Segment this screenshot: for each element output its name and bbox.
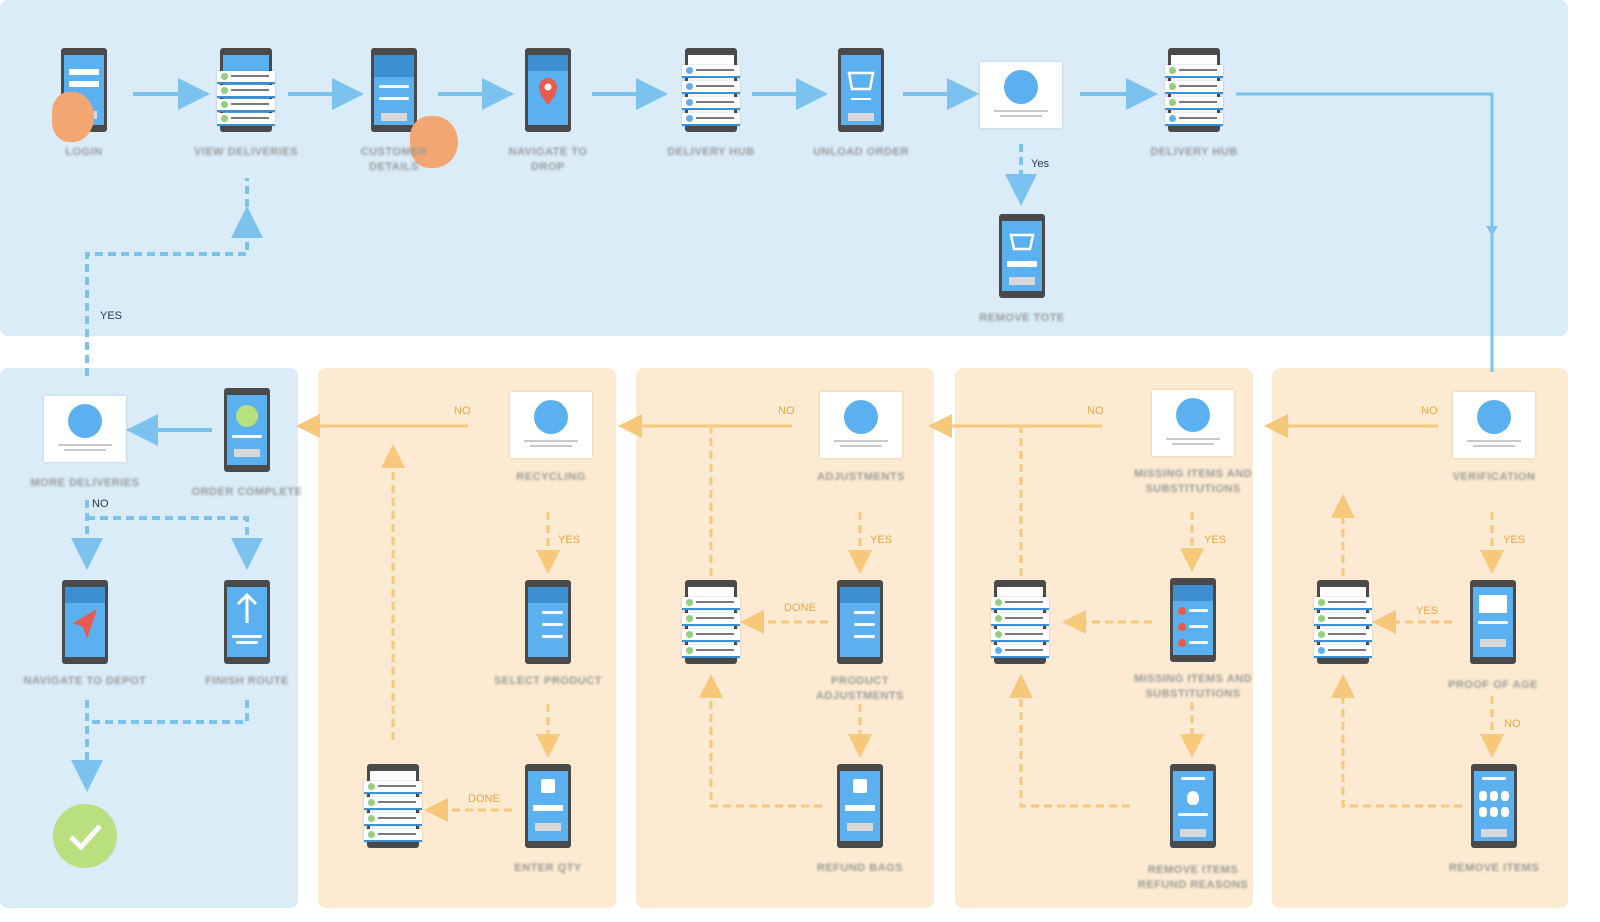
recycling-hub-screen	[364, 764, 422, 848]
hand-icon	[52, 92, 94, 142]
recycling-prompt	[510, 392, 592, 458]
node-missing-items: MISSING ITEMS AND SUBSTITUTIONS	[1133, 468, 1253, 495]
edge-label-no-recycling: NO	[454, 405, 471, 417]
no-cart-icon	[1176, 398, 1210, 432]
delivery-hub-screen-2	[1165, 48, 1223, 132]
refund-bags-screen	[837, 764, 883, 848]
no-basket-icon	[1004, 70, 1038, 104]
totes-missing-prompt	[980, 62, 1062, 128]
node-recycling: RECYCLING	[516, 471, 586, 483]
delivery-hub-screen-1	[682, 48, 740, 132]
node-navigate-to-drop: NAVIGATE TO DROP	[508, 146, 588, 173]
node-navigate-to-depot: NAVIGATE TO DEPOT	[23, 675, 147, 687]
node-proof-of-age: PROOF OF AGE	[1448, 679, 1538, 691]
remove-items-refund-screen	[1170, 764, 1216, 848]
node-delivery-hub-2: DELIVERY HUB	[1150, 146, 1238, 158]
location-pin-icon	[539, 78, 557, 105]
node-refund-bags: REFUND BAGS	[816, 862, 904, 874]
enter-qty-screen	[525, 764, 571, 848]
node-order-complete: ORDER COMPLETE	[191, 486, 303, 498]
node-customer-details: CUSTOMER DETAILS	[360, 146, 428, 173]
edge-label-no-verify: NO	[1421, 405, 1438, 417]
bag-icon	[541, 779, 555, 793]
adjustments-prompt	[820, 392, 902, 458]
arrow-yes-loop	[85, 206, 263, 376]
node-remove-tote: REMOVE TOTE	[979, 312, 1065, 324]
basket-icon	[1009, 233, 1035, 251]
navigate-to-drop-screen	[525, 48, 571, 132]
node-remove-items: REMOVE ITEMS	[1448, 862, 1540, 874]
edge-label-yes-tote: Yes	[1031, 158, 1049, 170]
product-icon	[1187, 791, 1199, 805]
edge-label-done-qty: DONE	[468, 793, 500, 805]
missing-items-hub-screen	[991, 580, 1049, 664]
node-login: LOGIN	[65, 146, 103, 158]
id-card-icon	[1479, 595, 1507, 613]
node-product-adjustments: PRODUCT ADJUSTMENTS	[815, 675, 904, 702]
finish-route-screen	[224, 580, 270, 664]
edge-label-done-adjust: DONE	[784, 602, 816, 614]
proof-of-age-screen	[1470, 580, 1516, 664]
node-more-deliveries: MORE DELIVERIES	[30, 477, 140, 489]
adjustments-hub-screen	[682, 580, 740, 664]
node-missing-items-screen: MISSING ITEMS AND SUBSTITUTIONS	[1133, 673, 1253, 700]
navigate-to-depot-screen	[62, 580, 108, 664]
bag-icon	[853, 779, 867, 793]
check-icon	[236, 405, 258, 427]
node-delivery-hub-1: DELIVERY HUB	[667, 146, 755, 158]
edge-label-yes-loop: YES	[100, 310, 123, 322]
node-select-product: SELECT PRODUCT	[494, 675, 602, 687]
node-adjustments: ADJUSTMENTS	[816, 471, 905, 483]
unload-order-screen	[838, 48, 884, 132]
customer-details-screen	[371, 48, 417, 132]
basket-icon	[847, 71, 875, 100]
edge-label-no-adjust: NO	[778, 405, 795, 417]
select-product-screen	[525, 580, 571, 664]
node-remove-items-refund: REMOVE ITEMS REFUND REASONS	[1137, 864, 1249, 891]
route-complete-check-icon	[53, 804, 117, 868]
missing-items-prompt	[1152, 390, 1234, 456]
verification-hub-screen	[1314, 580, 1372, 664]
more-deliveries-prompt	[44, 396, 126, 462]
edge-label-yes-adjust: YES	[870, 534, 893, 546]
basket-icon	[68, 404, 102, 438]
edge-label-yes-missing: YES	[1204, 534, 1227, 546]
verification-prompt	[1453, 392, 1535, 458]
node-view-deliveries: VIEW DELIVERIES	[193, 146, 299, 158]
arrow-hub-verification	[1236, 92, 1494, 372]
order-complete-screen	[224, 388, 270, 472]
navigation-arrow-icon	[73, 609, 97, 639]
age-25-icon	[1477, 400, 1511, 434]
node-finish-route: FINISH ROUTE	[205, 675, 289, 687]
edge-label-no-age: NO	[1504, 718, 1521, 730]
product-adjustments-screen	[837, 580, 883, 664]
missing-items-screen	[1170, 578, 1216, 662]
node-enter-qty: ENTER QTY	[514, 862, 582, 874]
edge-label-no-more: NO	[92, 498, 109, 510]
edge-label-yes-age: YES	[1416, 605, 1439, 617]
node-verification: VERIFICATION	[1452, 471, 1536, 483]
view-deliveries-screen	[217, 48, 275, 132]
hand-pointer-icon	[410, 116, 458, 168]
edge-label-no-missing: NO	[1087, 405, 1104, 417]
edge-label-yes-verify: YES	[1503, 534, 1526, 546]
remove-items-screen	[1471, 764, 1517, 848]
arrow-up-icon	[236, 592, 258, 623]
node-unload-order: UNLOAD ORDER	[813, 146, 909, 158]
edge-label-yes-recycling: YES	[558, 534, 581, 546]
remove-tote-screen	[999, 214, 1045, 298]
cart-icon	[844, 400, 878, 434]
recycle-icon	[534, 400, 568, 434]
